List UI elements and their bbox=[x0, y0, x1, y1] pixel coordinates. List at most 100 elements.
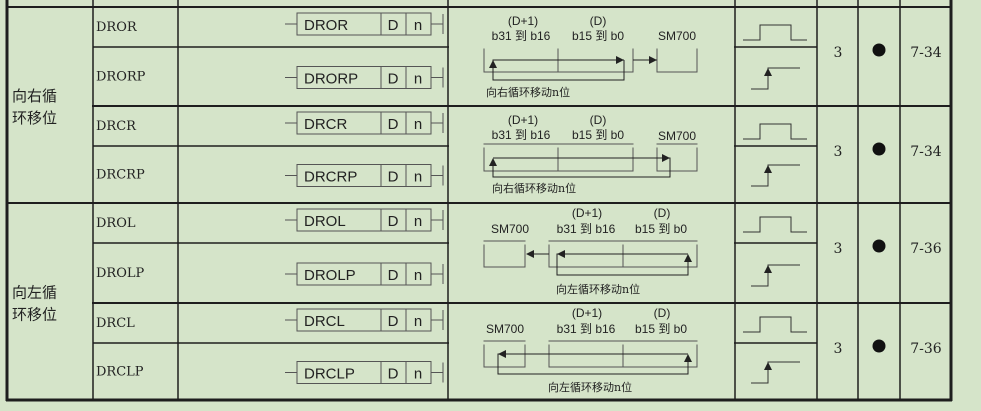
page-reference: 7-34 bbox=[910, 144, 942, 160]
high-word-label: (D+1) bbox=[508, 14, 538, 28]
ladder-operand: D bbox=[388, 169, 399, 186]
ladder-operand: n bbox=[414, 71, 422, 88]
diagram-caption: 向左循环移动n位 bbox=[548, 380, 632, 394]
shift-path bbox=[492, 157, 671, 178]
arrowhead-icon bbox=[616, 56, 624, 64]
instruction-mnemonic: DRCLP bbox=[96, 365, 144, 380]
arrowhead-icon bbox=[764, 265, 772, 273]
carry-flag-label: SM700 bbox=[491, 222, 529, 236]
low-bits-label: b15 到 b0 bbox=[572, 128, 624, 142]
ladder-mnemonic: DRCR bbox=[304, 116, 347, 133]
high-bits-label: b31 到 b16 bbox=[557, 322, 616, 336]
arrowhead-icon bbox=[557, 250, 565, 258]
shift-path bbox=[556, 253, 689, 276]
carry-flag-label: SM700 bbox=[658, 129, 696, 143]
ladder-operand: n bbox=[414, 116, 422, 133]
high-bits-label: b31 到 b16 bbox=[492, 128, 551, 142]
group-label: 向右循 bbox=[12, 87, 57, 105]
high-bits-label: b31 到 b16 bbox=[557, 222, 616, 236]
pulse-execution-icon bbox=[751, 361, 800, 384]
low-bits-label: b15 到 b0 bbox=[635, 322, 687, 336]
continuous-execution-icon bbox=[743, 216, 807, 233]
group-label: 环移位 bbox=[12, 306, 57, 324]
arrowhead-icon bbox=[662, 154, 670, 162]
shift-path bbox=[492, 60, 625, 81]
low-bits-label: b15 到 b0 bbox=[635, 222, 687, 236]
arrowhead-icon bbox=[684, 254, 692, 262]
supported-dot-icon bbox=[872, 43, 886, 57]
step-count: 3 bbox=[834, 45, 843, 61]
arrowhead-icon bbox=[489, 158, 497, 166]
supported-dot-icon bbox=[872, 339, 886, 353]
cell-merge-mask bbox=[449, 144, 734, 148]
ladder-operand: n bbox=[414, 17, 422, 34]
high-word-label: (D+1) bbox=[572, 306, 602, 320]
page-reference: 7-36 bbox=[910, 341, 942, 357]
ladder-operand: n bbox=[414, 366, 422, 383]
supported-dot-icon bbox=[872, 142, 886, 156]
step-count: 3 bbox=[834, 241, 843, 257]
ladder-operand: D bbox=[388, 366, 399, 383]
arrowhead-icon bbox=[684, 354, 692, 362]
high-word-label: (D+1) bbox=[572, 206, 602, 220]
instruction-mnemonic: DRORP bbox=[96, 70, 146, 85]
carry-flag-label: SM700 bbox=[486, 322, 524, 336]
ladder-mnemonic: DRCLP bbox=[304, 366, 355, 383]
ladder-operand: n bbox=[414, 169, 422, 186]
ladder-operand: D bbox=[388, 116, 399, 133]
step-count: 3 bbox=[834, 144, 843, 160]
ladder-mnemonic: DRCRP bbox=[304, 169, 357, 186]
ladder-operand: n bbox=[414, 313, 422, 330]
ladder-operand: n bbox=[414, 213, 422, 230]
cell-merge-mask bbox=[449, 341, 734, 345]
diagram-caption: 向右循环移动n位 bbox=[492, 181, 576, 195]
arrowhead-icon bbox=[489, 60, 497, 68]
ladder-mnemonic: DROR bbox=[304, 17, 348, 34]
ladder-operand: D bbox=[388, 313, 399, 330]
low-word-label: (D) bbox=[590, 14, 607, 28]
high-bits-label: b31 到 b16 bbox=[492, 29, 551, 43]
continuous-execution-icon bbox=[743, 316, 807, 333]
ladder-operand: n bbox=[414, 267, 422, 284]
carry-flag-label: SM700 bbox=[658, 29, 696, 43]
continuous-execution-icon bbox=[743, 24, 807, 41]
instruction-mnemonic: DRCRP bbox=[96, 168, 145, 183]
page-reference: 7-36 bbox=[910, 241, 942, 257]
ladder-operand: D bbox=[388, 71, 399, 88]
ladder-operand: D bbox=[388, 267, 399, 284]
arrowhead-icon bbox=[764, 165, 772, 173]
arrowhead-icon bbox=[498, 350, 506, 358]
group-label: 环移位 bbox=[12, 109, 57, 127]
arrowhead-icon bbox=[649, 56, 657, 64]
instruction-mnemonic: DRCL bbox=[96, 316, 135, 331]
ladder-operand: D bbox=[388, 17, 399, 34]
diagram-caption: 向右循环移动n位 bbox=[486, 85, 570, 99]
ladder-mnemonic: DRORP bbox=[304, 71, 358, 88]
ladder-mnemonic: DRCL bbox=[304, 313, 345, 330]
cell-merge-mask bbox=[8, 301, 92, 305]
instruction-mnemonic: DRCR bbox=[96, 119, 137, 134]
